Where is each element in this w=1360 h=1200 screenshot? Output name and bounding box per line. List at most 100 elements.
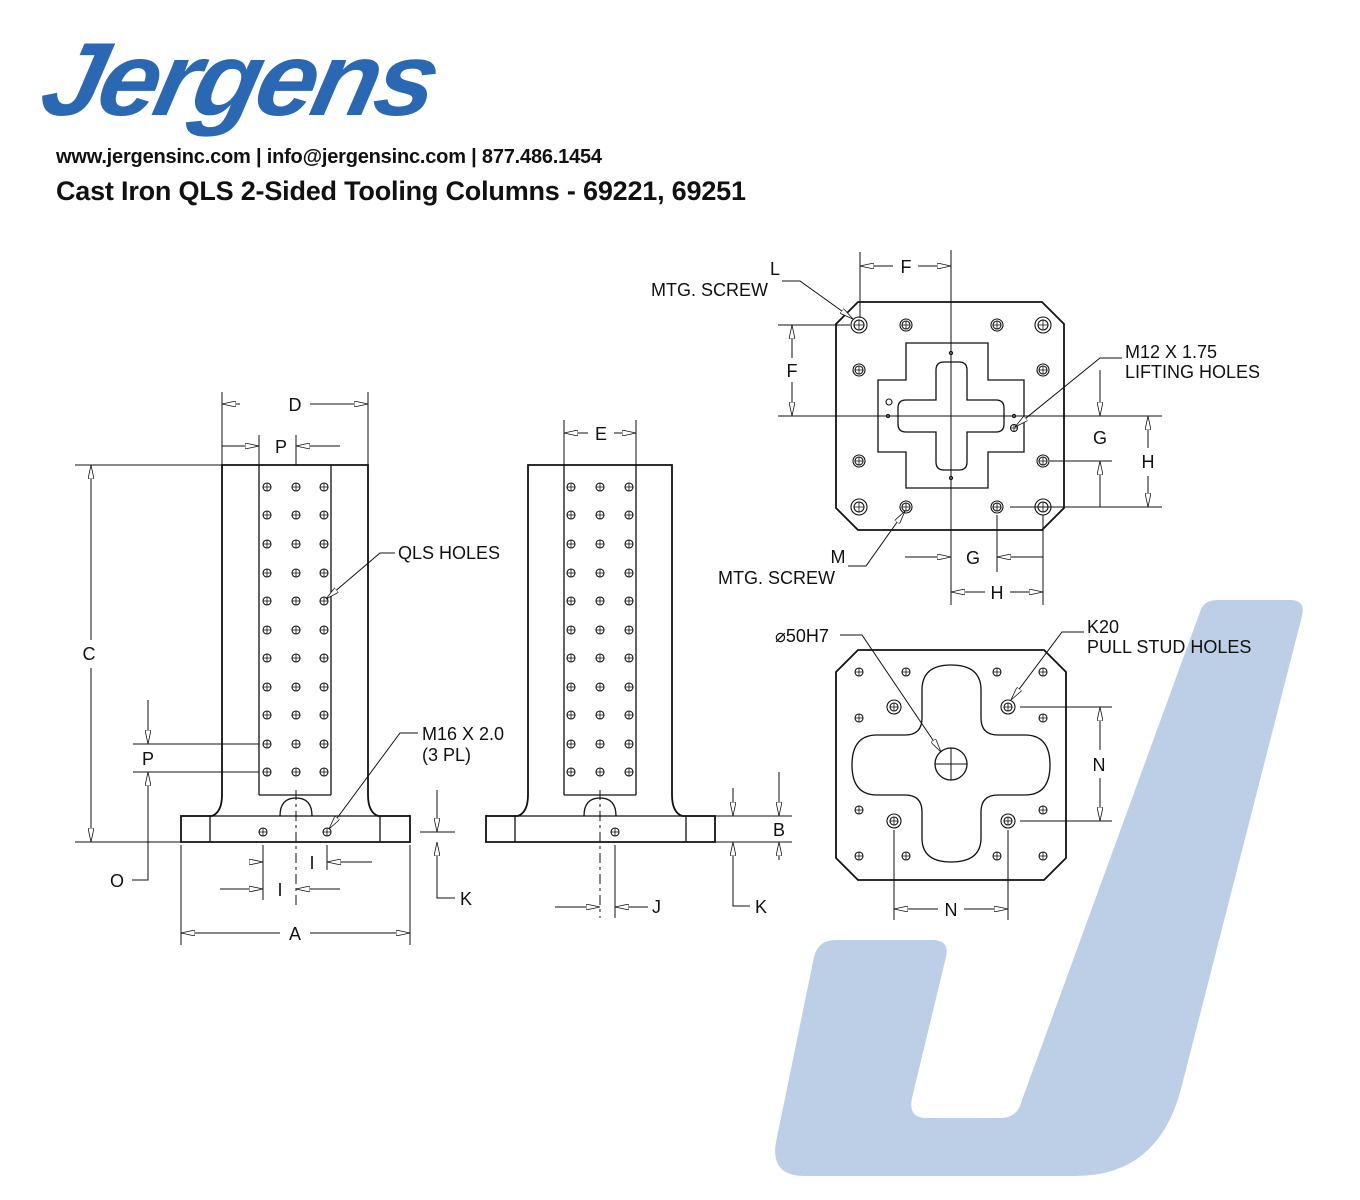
- qls-hole: [319, 482, 329, 492]
- dim-k-side-label: K: [755, 897, 767, 917]
- qls-hole: [262, 682, 272, 692]
- qls-hole: [262, 625, 272, 635]
- qls-hole: [291, 653, 301, 663]
- jergens-logo: Jergens: [31, 22, 447, 138]
- top-view: F F G H G H L MTG. SCREW M MTG. SCREW M1…: [651, 250, 1260, 605]
- qls-hole: [262, 568, 272, 578]
- dim-n-bottom-label: N: [945, 900, 958, 920]
- qls-hole: [319, 682, 329, 692]
- qls-hole: [262, 739, 272, 749]
- qls-hole: [262, 482, 272, 492]
- m16-hole: [610, 827, 620, 837]
- qls-hole: [319, 710, 329, 720]
- dim-k-label: K: [460, 889, 472, 909]
- through-hole: [1038, 851, 1048, 861]
- qls-hole: [624, 596, 634, 606]
- qls-hole: [291, 596, 301, 606]
- callout-l-label: L: [770, 259, 780, 279]
- qls-hole: [262, 596, 272, 606]
- mtg-screw-hole-l: [1034, 316, 1052, 334]
- qls-hole: [624, 482, 634, 492]
- dim-i-lower-label: I: [277, 880, 282, 900]
- lifting-holes-callout: LIFTING HOLES: [1125, 362, 1260, 382]
- dim-h-side-label: H: [1142, 452, 1155, 472]
- pull-stud-hole: [1000, 699, 1016, 715]
- qls-holes-callout: QLS HOLES: [398, 543, 500, 563]
- callout-l-mtg-screw: MTG. SCREW: [651, 280, 768, 300]
- qls-hole: [595, 625, 605, 635]
- qls-hole: [624, 682, 634, 692]
- mtg-screw-hole-l: [850, 316, 868, 334]
- through-hole: [854, 713, 864, 723]
- mtg-screw-hole-m: [852, 363, 866, 377]
- dim-a-label: A: [289, 924, 301, 944]
- mtg-screw-hole-m: [899, 500, 913, 514]
- dim-b-label: B: [773, 820, 785, 840]
- pull-stud-hole: [886, 699, 902, 715]
- qls-hole: [319, 739, 329, 749]
- through-hole: [992, 667, 1002, 677]
- through-hole: [854, 851, 864, 861]
- qls-hole: [566, 710, 576, 720]
- qls-hole: [319, 767, 329, 777]
- qls-hole: [624, 568, 634, 578]
- through-hole: [1038, 805, 1048, 815]
- watermark-j-logo: [775, 600, 1303, 1176]
- qls-hole: [595, 739, 605, 749]
- qls-hole: [595, 596, 605, 606]
- qls-hole: [319, 653, 329, 663]
- qls-hole: [291, 625, 301, 635]
- m16-thread-callout: M16 X 2.0: [422, 724, 504, 744]
- through-hole: [901, 851, 911, 861]
- page-title: Cast Iron QLS 2-Sided Tooling Columns - …: [56, 176, 746, 206]
- qls-hole: [566, 767, 576, 777]
- qls-hole: [566, 739, 576, 749]
- mtg-screw-hole-m: [990, 318, 1004, 332]
- qls-hole: [624, 539, 634, 549]
- qls-hole: [566, 568, 576, 578]
- qls-hole: [566, 482, 576, 492]
- mtg-screw-hole-l: [850, 498, 868, 516]
- qls-hole: [595, 653, 605, 663]
- mtg-screw-hole-m: [1036, 454, 1050, 468]
- pull-stud-size-callout: K20: [1087, 617, 1119, 637]
- mtg-screw-hole-m: [1036, 363, 1050, 377]
- side-view: E J B K: [485, 420, 792, 918]
- qls-hole: [262, 653, 272, 663]
- dim-p-top-label: P: [275, 437, 287, 457]
- dim-e-label: E: [595, 424, 607, 444]
- through-hole: [992, 851, 1002, 861]
- qls-hole: [595, 710, 605, 720]
- qls-hole: [291, 710, 301, 720]
- qls-hole: [566, 539, 576, 549]
- dim-p-side-label: P: [142, 749, 154, 769]
- dim-g-side-label: G: [1093, 428, 1107, 448]
- qls-hole: [291, 482, 301, 492]
- qls-hole: [624, 767, 634, 777]
- qls-hole: [624, 710, 634, 720]
- pull-stud-holes-callout: PULL STUD HOLES: [1087, 637, 1251, 657]
- dim-f-side-label: F: [787, 361, 798, 381]
- qls-hole: [566, 653, 576, 663]
- lifting-hole: [885, 398, 893, 406]
- front-view: D P C P O I I A K QLS HOLES M16 X 2.0: [75, 392, 504, 945]
- qls-hole: [319, 625, 329, 635]
- dim-c-label: C: [83, 644, 96, 664]
- dim-j-label: J: [652, 897, 661, 917]
- qls-hole: [291, 767, 301, 777]
- qls-hole: [319, 510, 329, 520]
- dim-f-top-label: F: [901, 257, 912, 277]
- dim-d-label: D: [289, 395, 302, 415]
- qls-hole: [262, 539, 272, 549]
- qls-hole: [291, 682, 301, 692]
- qls-hole: [291, 568, 301, 578]
- bottom-view: N N ⌀50H7 K20 PULL STUD HOLES: [775, 617, 1251, 920]
- qls-hole: [595, 482, 605, 492]
- through-hole: [854, 667, 864, 677]
- dim-h-bottom-label: H: [991, 583, 1004, 603]
- qls-hole: [566, 596, 576, 606]
- through-hole: [854, 805, 864, 815]
- qls-hole: [291, 739, 301, 749]
- mtg-screw-hole-m: [899, 318, 913, 332]
